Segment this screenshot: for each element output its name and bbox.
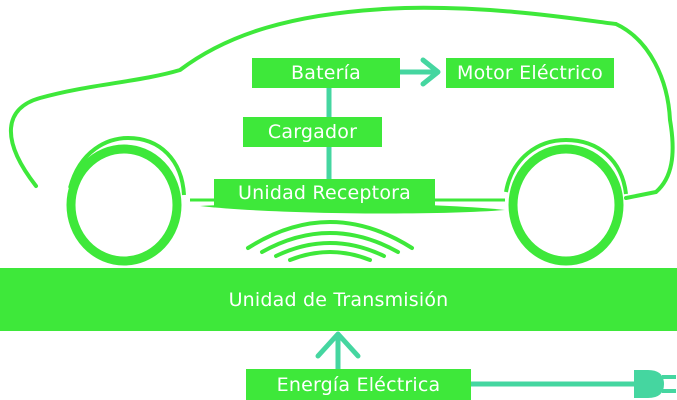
front-wheel	[66, 144, 182, 266]
transmission-unit-label: Unidad de Transmisión	[228, 288, 449, 311]
electric-energy-label: Energía Eléctrica	[276, 373, 441, 396]
arrow-battery-to-motor	[397, 57, 441, 87]
wireless-waves-icon	[246, 220, 414, 262]
power-plug-icon	[634, 370, 676, 398]
battery-box: Batería	[252, 58, 400, 88]
battery-label: Batería	[291, 62, 361, 84]
electric-energy-box: Energía Eléctrica	[246, 369, 471, 400]
charger-label: Cargador	[267, 121, 358, 143]
charger-box: Cargador	[243, 117, 382, 147]
car-body-outline	[9, 5, 675, 200]
front-wheel-arch	[68, 135, 186, 196]
receiver-unit-box: Unidad Receptora	[214, 179, 435, 207]
rear-wheel	[508, 144, 624, 266]
electric-motor-label: Motor Eléctrico	[457, 62, 603, 84]
receiver-unit-label: Unidad Receptora	[238, 182, 411, 204]
electric-motor-box: Motor Eléctrico	[446, 58, 614, 88]
transmission-unit-box: Unidad de Transmisión	[0, 268, 677, 331]
arrow-energy-to-transmission	[315, 331, 361, 373]
rear-wheel-arch	[504, 137, 628, 195]
